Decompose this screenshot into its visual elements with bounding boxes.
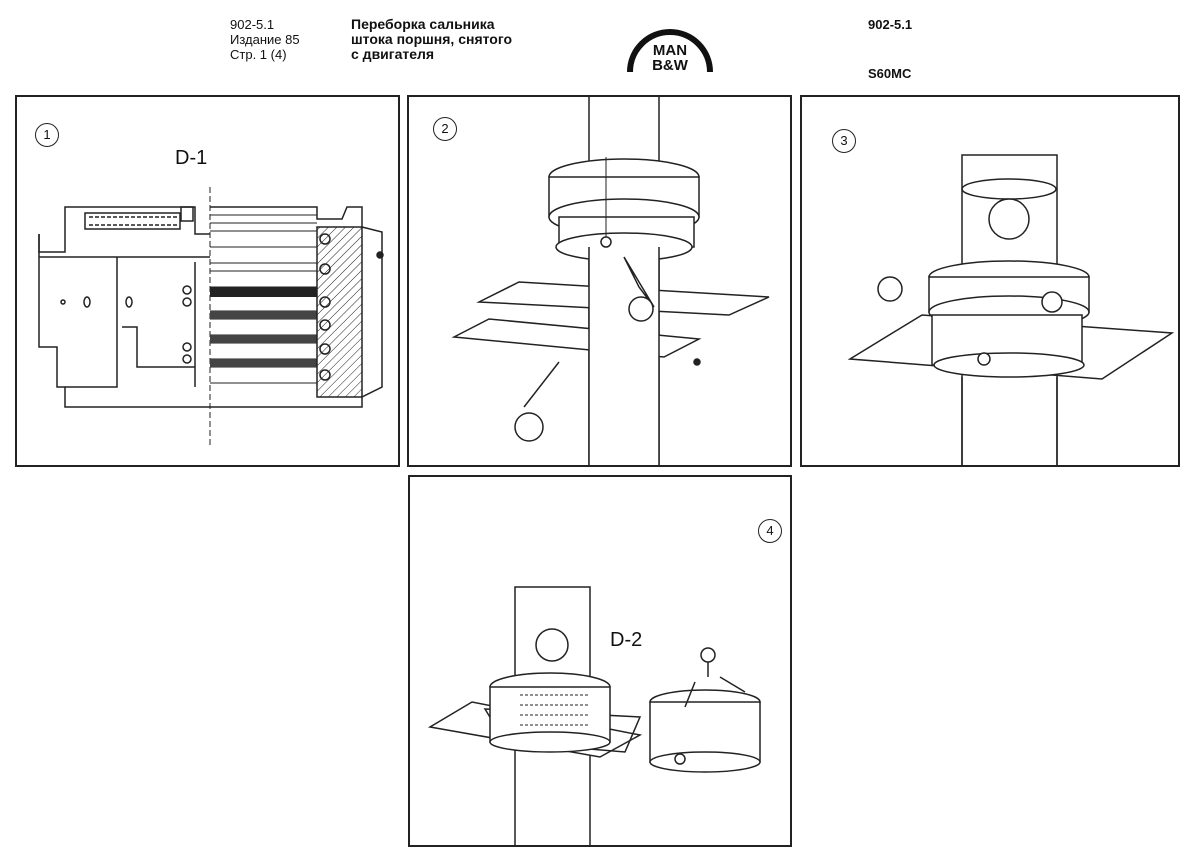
- panel-number-4: 4: [758, 519, 782, 543]
- document-title: Переборка сальника штока поршня, снятого…: [351, 17, 512, 62]
- title-line-3: с двигателя: [351, 46, 435, 62]
- figure-panel-4: 4 D-2: [408, 475, 792, 847]
- gland-rotation-drawing: [847, 154, 1175, 465]
- logo-line-1: MAN: [653, 42, 687, 59]
- edition: Издание 85: [230, 32, 300, 47]
- document-info: 902-5.1 Издание 85 Стр. 1 (4): [230, 17, 300, 62]
- gland-lift-drawing: [451, 97, 770, 465]
- man-bw-logo: MAN B&W: [627, 29, 713, 74]
- panel-label-d1: D-1: [175, 147, 208, 169]
- panel-number-1: 1: [35, 123, 59, 147]
- engine-model: S60MC: [868, 66, 912, 81]
- figure-panel-2: 2: [407, 95, 792, 467]
- page-number: Стр. 1 (4): [230, 47, 287, 62]
- gland-disassembled-drawing: [427, 586, 761, 845]
- panel-number-3: 3: [832, 129, 856, 153]
- panel-label-d2: D-2: [610, 629, 643, 651]
- logo-line-2: B&W: [652, 57, 689, 74]
- figure-panel-3: 3: [800, 95, 1180, 467]
- figure-panel-1: 1 D-1: [15, 95, 400, 467]
- title-line-1: Переборка сальника: [351, 16, 495, 32]
- panel-number-2: 2: [433, 117, 457, 141]
- gland-section-drawing: [38, 187, 384, 447]
- doc-number: 902-5.1: [230, 17, 275, 32]
- right-doc-code: 902-5.1: [868, 17, 913, 32]
- title-line-2: штока поршня, снятого: [351, 31, 513, 47]
